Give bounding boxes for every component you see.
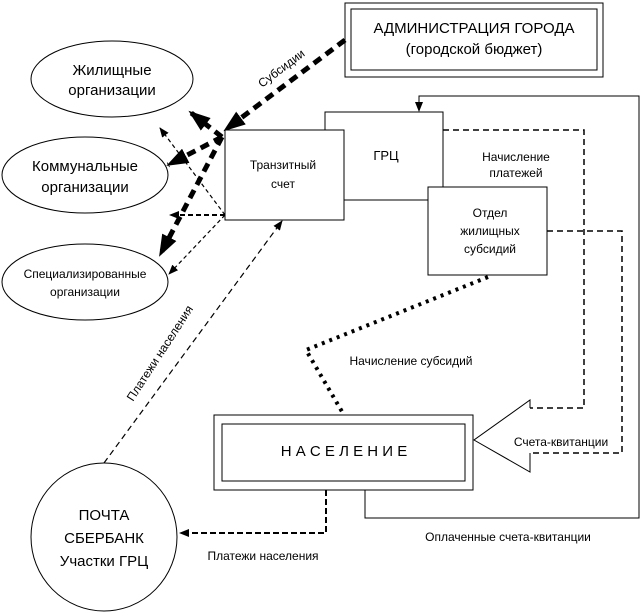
admin-subtitle: (городской бюджет): [406, 41, 543, 58]
paid-bills-line: [364, 95, 640, 519]
housing-orgs-node: Жилищные организации: [30, 40, 194, 118]
post-node: ПОЧТА СБЕРБАНК Участки ГРЦ: [30, 462, 178, 612]
payment-accrual-line: [443, 129, 585, 409]
post-to-transit-arrow: [103, 220, 283, 464]
grc-label: ГРЦ: [373, 148, 399, 163]
post-to-transit-label: Платежи населения: [124, 303, 196, 404]
communal-orgs-node: Коммунальные организации: [1, 136, 169, 214]
subsidy-accrual-line: [303, 275, 489, 417]
subsidy-bills-line: [530, 230, 623, 454]
payment-accrual-label-1: Начисление: [482, 150, 550, 164]
population-node: Н А С Е Л Е Н И Е: [213, 414, 474, 491]
special-orgs-line2: организации: [50, 285, 120, 299]
housing-orgs-line2: организации: [68, 82, 155, 99]
subsidy-to-communal-arrow: [166, 134, 224, 168]
admin-title: АДМИНИСТРАЦИЯ ГОРОДА: [373, 20, 574, 37]
special-orgs-line1: Специализированные: [24, 267, 147, 281]
subsidies-label: Субсидии: [255, 46, 307, 90]
bills-label: Счета-квитанции: [514, 435, 608, 449]
grc-node: ГРЦ: [324, 111, 444, 201]
transit-line1: Транзитный: [250, 158, 316, 172]
post-line3: Участки ГРЦ: [60, 553, 148, 570]
post-line1: ПОЧТА: [79, 507, 130, 524]
transit-account-node: Транзитный счет: [224, 129, 345, 221]
admin-node: АДМИНИСТРАЦИЯ ГОРОДА (городской бюджет): [344, 2, 604, 78]
subsidy-dept-line2: жилищных: [460, 224, 520, 238]
communal-orgs-line1: Коммунальные: [32, 158, 138, 175]
subsidies-arrow: [223, 38, 347, 132]
housing-orgs-line1: Жилищные: [72, 62, 151, 79]
transit-line2: счет: [271, 177, 295, 191]
paid-bills-label: Оплаченные счета-квитанции: [425, 530, 591, 544]
subsidy-to-housing-arrow: [188, 110, 224, 139]
post-line2: СБЕРБАНК: [64, 530, 144, 547]
special-orgs-node: Специализированные организации: [1, 243, 169, 321]
payment-accrual-label-2: платежей: [489, 166, 542, 180]
communal-orgs-line2: организации: [41, 179, 128, 196]
population-payments-arrow: [179, 490, 327, 537]
population-payments-label: Платежи населения: [207, 549, 318, 563]
subsidy-dept-line3: субсидий: [464, 242, 516, 256]
population-label: Н А С Е Л Е Н И Е: [281, 443, 407, 460]
subsidy-dept-line1: Отдел: [473, 206, 508, 220]
subsidy-to-special-arrow: [157, 135, 225, 257]
bills-arrow: [473, 399, 531, 473]
subsidy-accrual-label: Начисление субсидий: [349, 354, 472, 368]
subsidy-dept-node: Отдел жилищных субсидий: [427, 186, 548, 276]
